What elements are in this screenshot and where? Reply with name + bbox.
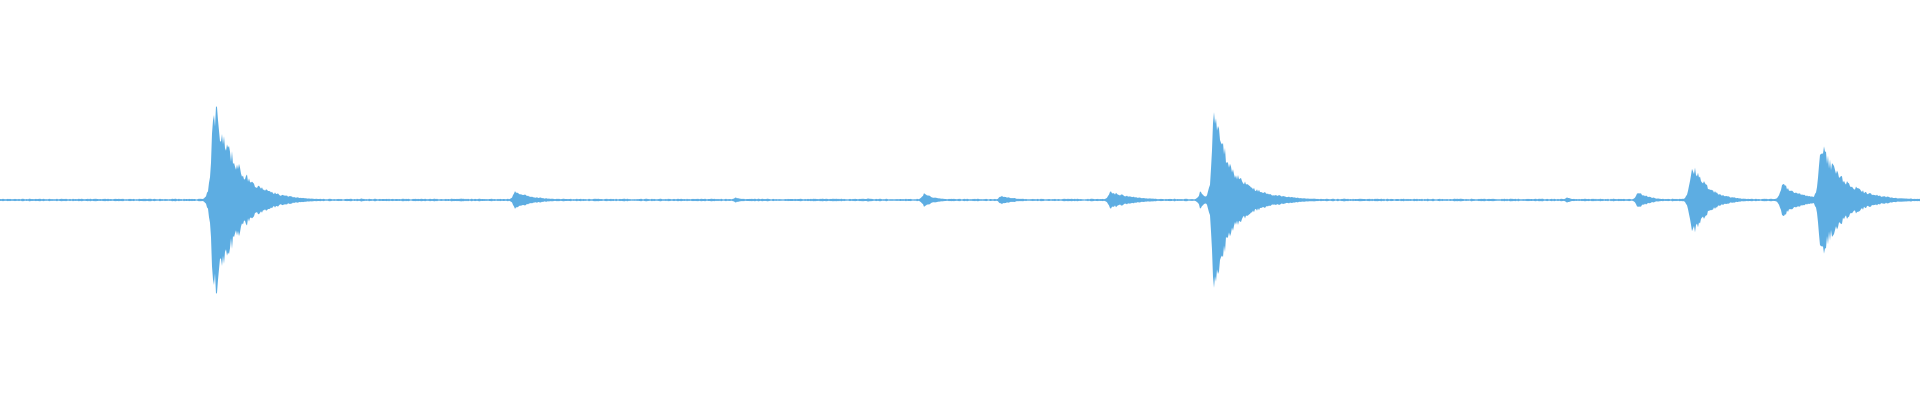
waveform-trace [0, 106, 1920, 294]
